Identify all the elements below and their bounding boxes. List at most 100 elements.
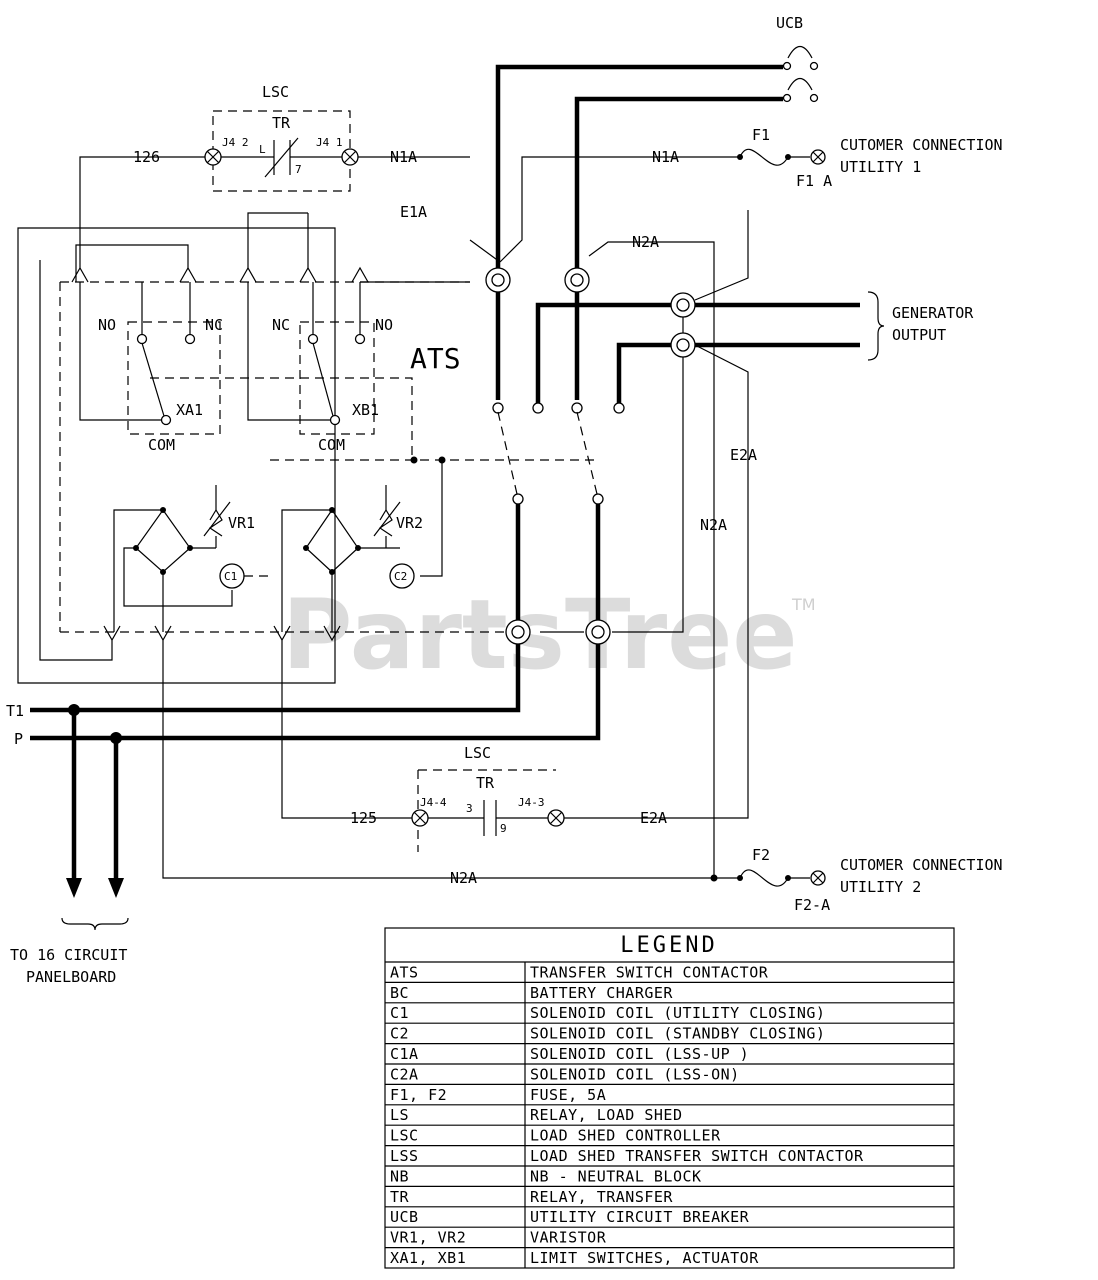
vr1-label: VR1 xyxy=(228,514,255,532)
xb1-com-label: COM xyxy=(318,436,345,454)
terminal-j4-3 xyxy=(547,809,565,827)
limit-switch-xa1: NO NC XA1 COM xyxy=(98,282,223,454)
f1-label: F1 xyxy=(752,126,770,144)
legend-code: VR1, VR2 xyxy=(390,1229,466,1247)
panelboard-line1: TO 16 CIRCUIT xyxy=(10,946,127,964)
j4-1-label: J4 1 xyxy=(316,136,343,149)
legend-code: C2 xyxy=(390,1025,409,1043)
legend-description: LIMIT SWITCHES, ACTUATOR xyxy=(530,1249,759,1267)
terminal-j4-2 xyxy=(204,148,222,166)
limit-switch-xb1: NC NO XB1 COM xyxy=(272,282,393,454)
n1a-left-label: N1A xyxy=(390,148,417,166)
e2a-vert-label: E2A xyxy=(730,446,757,464)
legend-code: LSC xyxy=(390,1127,419,1145)
pin-7-label: 7 xyxy=(295,163,302,176)
legend-title: LEGEND xyxy=(620,933,717,958)
legend-code: C1 xyxy=(390,1004,409,1022)
generator-output-line1: GENERATOR xyxy=(892,304,974,322)
ucb-breaker: UCB xyxy=(776,14,819,103)
legend-code: UCB xyxy=(390,1208,419,1226)
c1-label: C1 xyxy=(224,570,237,583)
lsc-bottom-block: LSC TR J4-4 J4-3 3 9 xyxy=(411,744,565,852)
n2a-top-label: N2A xyxy=(632,233,659,251)
legend-code: NB xyxy=(390,1167,409,1185)
connector-row-top xyxy=(71,266,369,283)
utility-line-2 xyxy=(574,96,783,268)
f2-label: F2 xyxy=(752,846,770,864)
e1a-label: E1A xyxy=(400,203,427,221)
e2a-bottom-label: E2A xyxy=(640,809,667,827)
customer-utility-2-line2: UTILITY 2 xyxy=(840,878,921,896)
customer-utility-1-line1: CUTOMER CONNECTION xyxy=(840,136,1003,154)
legend-description: LOAD SHED CONTROLLER xyxy=(530,1127,721,1145)
j4-4-label: J4-4 xyxy=(420,796,447,809)
lsc-top-block: LSC TR J4 2 J4 1 L 7 xyxy=(204,83,359,192)
terminal-j4-1 xyxy=(341,148,359,166)
legend-table: LEGEND ATS TRANSFER SWITCH CONTACTOR BC BAT… xyxy=(384,927,955,1269)
legend-description: FUSE, 5A xyxy=(530,1086,606,1104)
legend-code: C1A xyxy=(390,1045,419,1063)
xb1-no-label: NO xyxy=(375,316,393,334)
wire-126-label: 126 xyxy=(133,148,160,166)
vr2-label: VR2 xyxy=(396,514,423,532)
xa1-label: XA1 xyxy=(176,401,203,419)
ucb-label: UCB xyxy=(776,14,803,32)
legend-code: LS xyxy=(390,1106,409,1124)
customer-utility-2-line1: CUTOMER CONNECTION xyxy=(840,856,1003,874)
watermark: PartsTree xyxy=(282,579,797,691)
legend-description: SOLENOID COIL (LSS-UP ) xyxy=(530,1045,749,1063)
f1a-label: F1 A xyxy=(796,172,832,190)
legend-code: TR xyxy=(390,1188,410,1206)
ats-label: ATS xyxy=(410,342,461,375)
legend-description: TRANSFER SWITCH CONTACTOR xyxy=(530,963,769,981)
legend-description: SOLENOID COIL (UTILITY CLOSING) xyxy=(530,1004,825,1022)
xa1-no-label: NO xyxy=(98,316,116,334)
lsc-bottom-label: LSC xyxy=(464,744,491,762)
j4-2-label: J4 2 xyxy=(222,136,249,149)
t1-label: T1 xyxy=(6,702,24,720)
xb1-nc-label: NC xyxy=(272,316,290,334)
rectifier-vr1: VR1 C1 xyxy=(113,485,270,632)
legend-description: RELAY, TRANSFER xyxy=(530,1188,673,1206)
legend-description: LOAD SHED TRANSFER SWITCH CONTACTOR xyxy=(530,1147,864,1165)
n2a-bottom-label: N2A xyxy=(450,869,477,887)
watermark-tm: TM xyxy=(791,595,816,614)
pin-3-label: 3 xyxy=(466,802,473,815)
legend-description: NB - NEUTRAL BLOCK xyxy=(530,1167,702,1185)
legend-code: ATS xyxy=(390,963,419,981)
pin-9-label: 9 xyxy=(500,822,507,835)
fuse-f2: F2 F2-A xyxy=(737,846,830,914)
generator-output-line2: OUTPUT xyxy=(892,326,946,344)
legend-description: SOLENOID COIL (LSS-ON) xyxy=(530,1065,740,1083)
xa1-com-label: COM xyxy=(148,436,175,454)
f2a-label: F2-A xyxy=(794,896,830,914)
utility-line-1 xyxy=(495,64,783,268)
rectifier-vr2: VR2 C2 xyxy=(281,485,423,632)
legend-description: BATTERY CHARGER xyxy=(530,984,673,1002)
terminal-j4-4 xyxy=(411,809,429,827)
customer-utility-1-line2: UTILITY 1 xyxy=(840,158,921,176)
tr-top-label: TR xyxy=(272,114,291,132)
xa1-nc-label: NC xyxy=(205,316,223,334)
legend-code: BC xyxy=(390,984,409,1002)
tr-bottom-label: TR xyxy=(476,774,495,792)
legend-description: SOLENOID COIL (STANDBY CLOSING) xyxy=(530,1025,825,1043)
legend-code: XA1, XB1 xyxy=(390,1249,466,1267)
c2-label: C2 xyxy=(394,570,407,583)
lsc-top-label: LSC xyxy=(262,83,289,101)
pin-l-label: L xyxy=(259,143,266,156)
legend-code: F1, F2 xyxy=(390,1086,447,1104)
t2-label: P xyxy=(14,730,23,748)
ats-contacts xyxy=(485,267,696,645)
xb1-label: XB1 xyxy=(352,401,379,419)
j4-3-label: J4-3 xyxy=(518,796,545,809)
legend-code: LSS xyxy=(390,1147,419,1165)
legend-code: C2A xyxy=(390,1065,419,1083)
wire-125-label: 125 xyxy=(350,809,377,827)
fuse-f1: F1 F1 A xyxy=(737,126,832,190)
panelboard-line2: PANELBOARD xyxy=(26,968,116,986)
n2a-vert-label: N2A xyxy=(700,516,727,534)
legend-description: RELAY, LOAD SHED xyxy=(530,1106,683,1124)
